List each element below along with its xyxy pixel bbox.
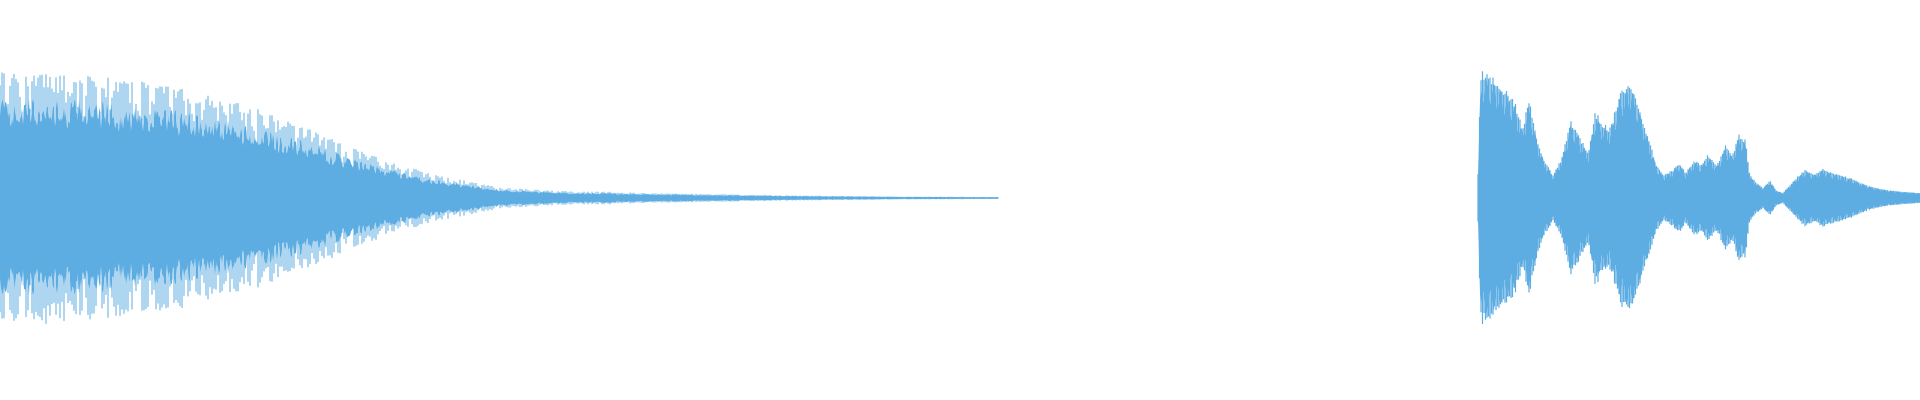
waveform-clip-2[interactable] bbox=[1477, 71, 1920, 324]
waveform-clip-1[interactable] bbox=[0, 72, 999, 324]
